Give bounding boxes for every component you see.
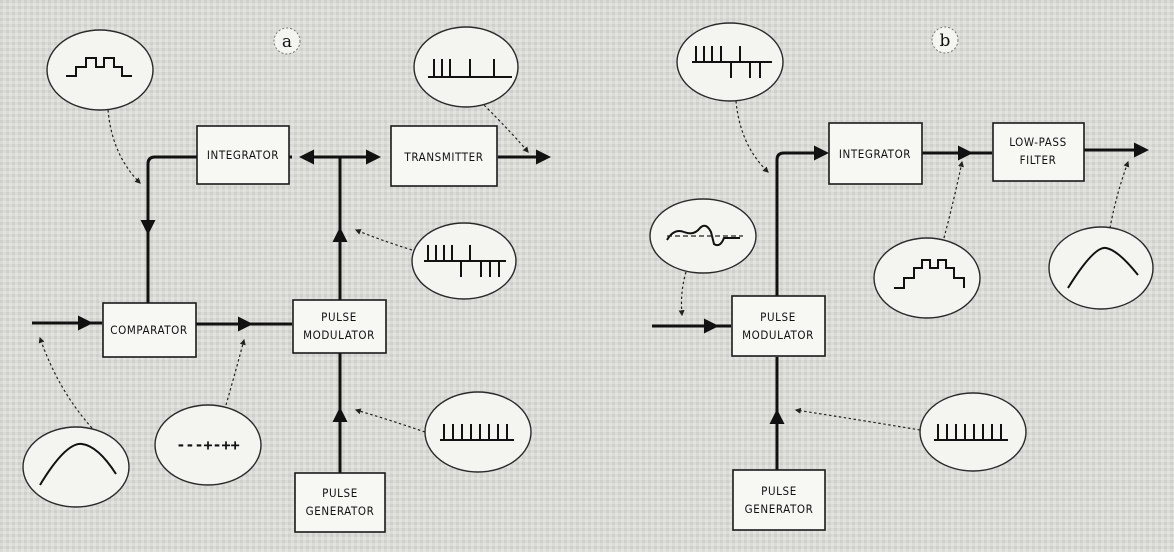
a-comparator-label: COMPARATOR <box>110 323 187 337</box>
a-transmitted-pulses-bubble <box>413 26 529 153</box>
a-panel-tag-text: a <box>282 32 292 52</box>
b-recovered-pointer <box>1109 160 1130 229</box>
a-transmitted-pointer <box>483 104 529 153</box>
b-received-pulses-bubble <box>676 22 784 173</box>
b-pulse-generator-label-2: GENERATOR <box>745 502 814 516</box>
a-staircase-pointer <box>107 109 141 184</box>
a-sign-sequence-pointer <box>225 338 246 406</box>
b-integrator-label: INTEGRATOR <box>839 147 911 161</box>
a-integrator-block: INTEGRATOR <box>196 125 290 185</box>
a-pulse-generator-block: PULSE GENERATOR <box>294 472 386 533</box>
b-noisy-signal-pointer <box>678 271 687 317</box>
a-pulse-train-pointer <box>354 408 426 433</box>
b-wire-to-integrator <box>775 145 829 232</box>
b-integrator-block: INTEGRATOR <box>828 122 923 185</box>
b-staircase-pointer <box>943 160 964 239</box>
b-low-pass-filter-label-1: LOW-PASS <box>1009 135 1067 149</box>
b-noisy-signal-bubble <box>649 198 757 317</box>
b-panel-tag-text: b <box>940 31 951 51</box>
panel-a: INTEGRATOR TRANSMITTER COMPARATOR PULSE … <box>22 26 551 533</box>
a-pulse-modulator-label-2: MODULATOR <box>303 328 375 342</box>
a-staircase-waveform <box>66 57 132 77</box>
b-pulse-train-waveform <box>934 424 1008 441</box>
a-sign-sequence-text: ---+-++ <box>176 436 239 454</box>
a-pulse-train-waveform <box>440 424 514 441</box>
a-bipolar-pulses-waveform <box>424 245 506 277</box>
a-pulse-train-bubble <box>354 391 532 473</box>
a-sign-sequence-bubble: ---+-++ <box>154 338 262 486</box>
a-pulse-generator-label-1: PULSE <box>322 486 358 500</box>
b-noisy-signal-waveform <box>666 224 740 247</box>
a-bipolar-pulses-bubble <box>354 222 517 300</box>
b-staircase-waveform <box>894 259 965 289</box>
b-pulse-train-pointer <box>794 407 921 431</box>
a-pulse-generator-label-2: GENERATOR <box>306 504 375 518</box>
b-low-pass-filter-label-2: FILTER <box>1020 153 1057 167</box>
b-received-pointer <box>735 100 769 173</box>
b-panel-tag: b <box>931 26 959 54</box>
b-received-pulses-waveform <box>692 46 772 78</box>
b-pulse-modulator-label-2: MODULATOR <box>742 328 814 342</box>
b-low-pass-filter-block: LOW-PASS FILTER <box>992 122 1085 182</box>
a-integrator-label: INTEGRATOR <box>207 148 279 162</box>
a-pulse-modulator-block: PULSE MODULATOR <box>292 299 387 354</box>
a-transmitter-block: TRANSMITTER <box>390 125 498 187</box>
b-pulse-train-bubble <box>794 392 1027 472</box>
a-staircase-bubble <box>46 29 154 184</box>
panel-b: INTEGRATOR LOW-PASS FILTER PULSE MODULAT… <box>649 22 1154 531</box>
a-analog-input-bubble <box>22 336 130 508</box>
b-staircase-bubble <box>873 160 981 319</box>
a-bipolar-pointer <box>354 229 413 251</box>
b-pulse-modulator-label-1: PULSE <box>760 310 796 324</box>
a-analog-input-waveform <box>39 442 117 486</box>
a-comparator-block: COMPARATOR <box>102 302 197 358</box>
a-panel-tag: a <box>273 27 301 55</box>
a-pulse-modulator-label-1: PULSE <box>321 310 357 324</box>
a-transmitter-label: TRANSMITTER <box>403 150 483 164</box>
a-analog-input-pointer <box>38 336 93 429</box>
b-pulse-modulator-block: PULSE MODULATOR <box>731 295 826 357</box>
b-recovered-analog-waveform <box>1067 246 1139 289</box>
b-pulse-generator-label-1: PULSE <box>761 484 797 498</box>
b-pulse-generator-block: PULSE GENERATOR <box>732 469 826 531</box>
a-transmitted-pulses-waveform <box>428 59 512 78</box>
b-recovered-analog-bubble <box>1048 160 1154 310</box>
a-wire-integrator-to-comparator <box>140 155 292 235</box>
